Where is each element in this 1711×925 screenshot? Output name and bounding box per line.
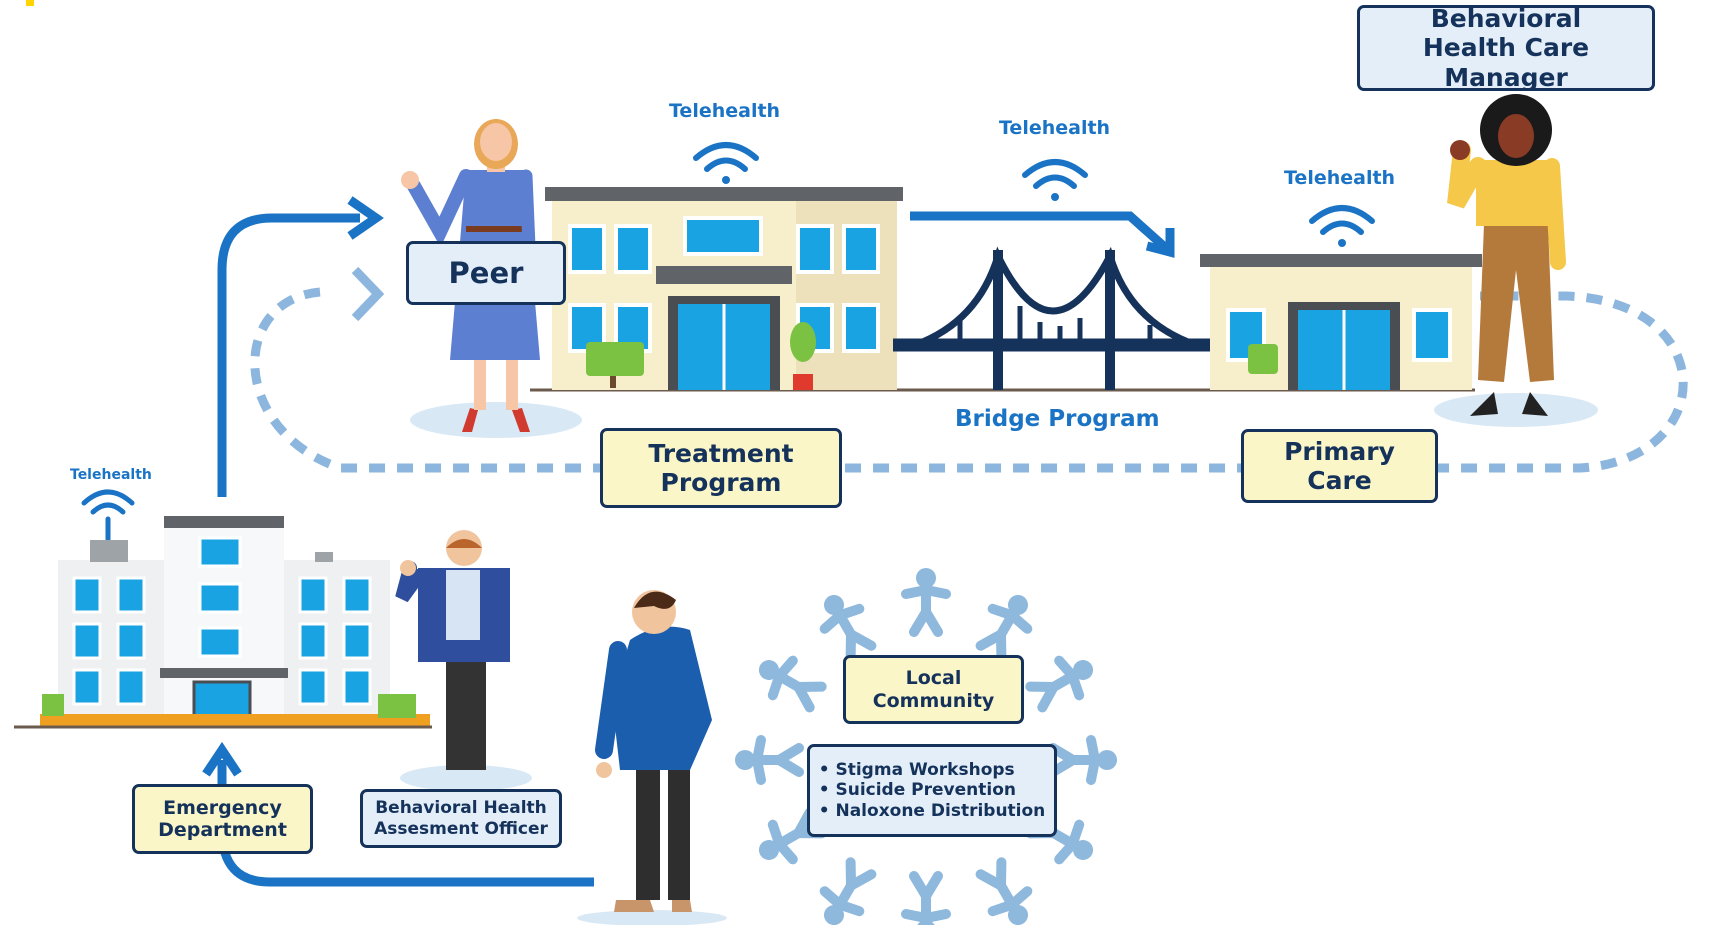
service-item: Suicide Prevention bbox=[819, 780, 1046, 800]
assessment-officer-person-illustration bbox=[395, 530, 532, 791]
community-services-box: Stigma Workshops Suicide Prevention Nalo… bbox=[807, 744, 1057, 837]
flow-arrowhead-right bbox=[347, 196, 384, 240]
primary-care-building bbox=[1200, 254, 1482, 390]
community-person-icon bbox=[1025, 807, 1094, 865]
community-person-icon bbox=[758, 807, 827, 865]
treatment-building bbox=[545, 187, 903, 390]
local-community-box: Local Community bbox=[843, 655, 1024, 724]
community-person-icon bbox=[901, 871, 951, 925]
telehealth-label: Telehealth bbox=[669, 100, 781, 122]
community-person-icon bbox=[735, 735, 804, 785]
telehealth-label: Telehealth bbox=[70, 467, 152, 483]
telehealth-label: Telehealth bbox=[1284, 167, 1396, 189]
service-item: Naloxone Distribution bbox=[819, 801, 1045, 821]
tree-bush bbox=[790, 322, 816, 362]
hedge-bush bbox=[378, 694, 416, 718]
community-person-icon bbox=[1025, 655, 1094, 713]
community-people-ring bbox=[735, 568, 1117, 925]
community-person-icon bbox=[1048, 735, 1117, 785]
peer-person-illustration bbox=[401, 119, 582, 438]
hedge-bush bbox=[586, 342, 644, 376]
flow-arrowhead-ed bbox=[202, 741, 242, 777]
community-person-icon bbox=[819, 857, 877, 925]
hedge-bush bbox=[1248, 344, 1278, 374]
community-person-icon bbox=[758, 655, 827, 713]
peer-box: Peer bbox=[406, 241, 566, 305]
treatment-program-box: Treatment Program bbox=[600, 428, 842, 508]
community-person-icon bbox=[819, 594, 877, 663]
flow-arrow-to-primary bbox=[910, 211, 1172, 254]
wifi-icon bbox=[81, 489, 135, 542]
dashed-arrowhead bbox=[351, 266, 385, 322]
hospital-building bbox=[14, 516, 432, 729]
emergency-department-box: Emergency Department bbox=[132, 784, 313, 854]
community-person-icon bbox=[975, 594, 1033, 663]
community-person-icon bbox=[901, 568, 951, 637]
community-services-list: Stigma Workshops Suicide Prevention Nalo… bbox=[819, 760, 1046, 821]
wifi-icon bbox=[1022, 159, 1088, 201]
service-item: Stigma Workshops bbox=[819, 760, 1046, 780]
flow-arrow-up bbox=[217, 213, 360, 497]
telehealth-label: Telehealth bbox=[999, 117, 1111, 139]
care-manager-box: Behavioral Health Care Manager bbox=[1357, 4, 1655, 92]
flow-arrowhead-primary bbox=[1145, 228, 1175, 258]
hooded-person-illustration bbox=[577, 590, 727, 925]
wifi-icon bbox=[1309, 205, 1375, 247]
primary-care-box: Primary Care bbox=[1241, 429, 1438, 503]
wifi-icon bbox=[693, 142, 759, 184]
hedge-bush bbox=[42, 694, 64, 716]
assessment-officer-box: Behavioral Health Assesment Officer bbox=[360, 789, 562, 848]
care-manager-person-illustration bbox=[1434, 94, 1598, 427]
community-person-icon bbox=[975, 857, 1033, 925]
corner-mark bbox=[26, 0, 34, 6]
bridge bbox=[893, 246, 1216, 390]
bridge-program-label: Bridge Program bbox=[955, 406, 1160, 432]
